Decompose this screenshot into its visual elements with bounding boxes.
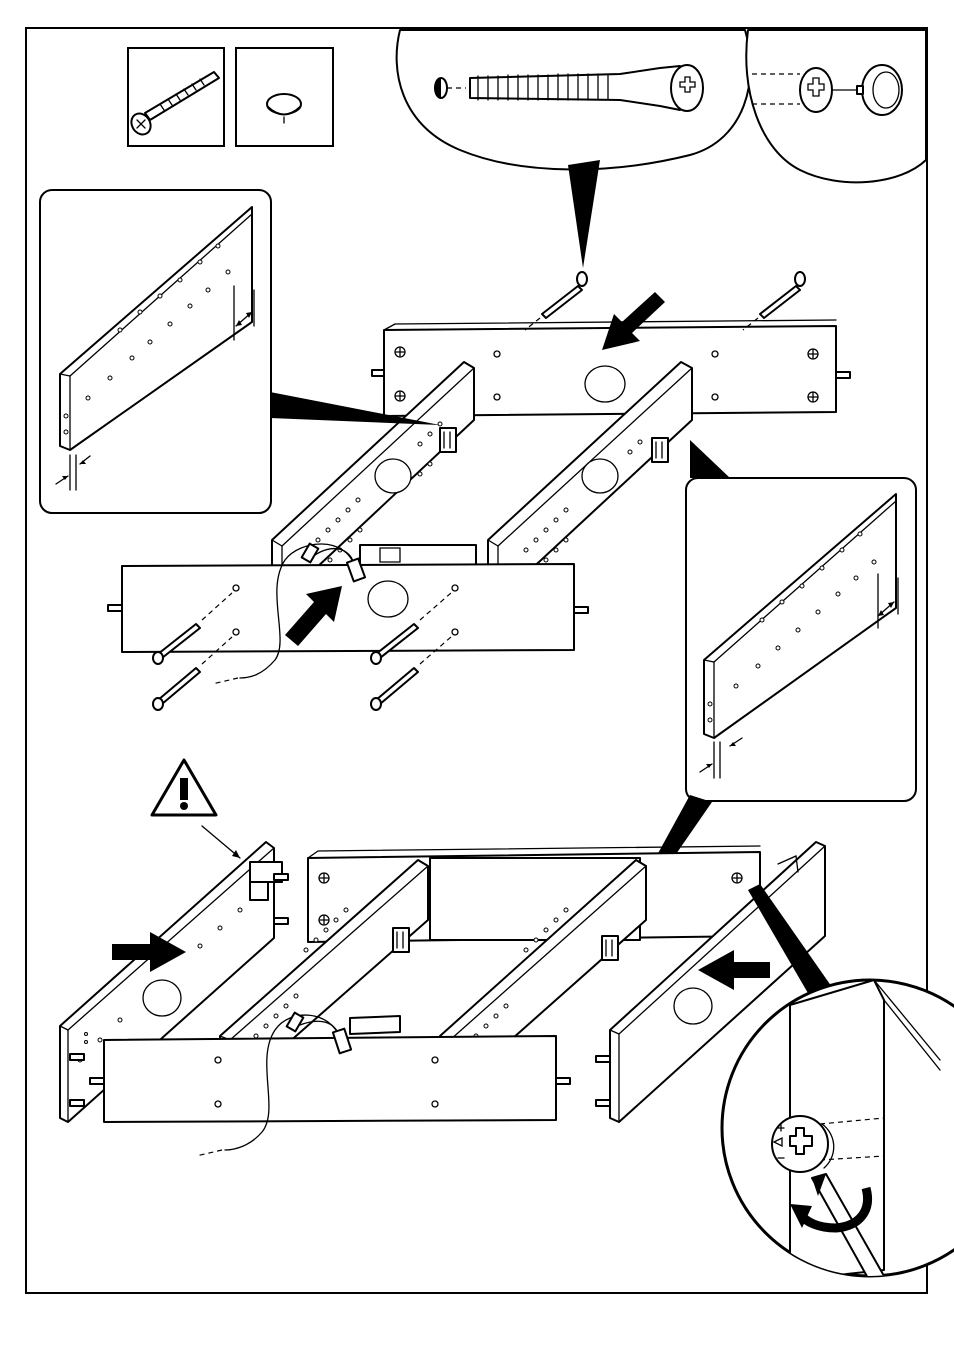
screw <box>152 592 233 665</box>
cable-icon <box>195 1011 401 1157</box>
direction-arrow <box>285 586 342 646</box>
rail-detail-callout-right <box>685 440 917 802</box>
screw-detail-callout <box>395 29 752 268</box>
rail-detail-callout-left <box>39 189 440 514</box>
drawer-side-rail-left <box>271 361 475 601</box>
front-panel <box>107 563 589 653</box>
drawer-side-rail-right <box>439 859 647 1095</box>
parts-box-cap <box>235 47 334 147</box>
direction-arrow <box>698 950 770 990</box>
cover-cap-icon <box>266 93 302 124</box>
screw <box>742 271 806 331</box>
parts-box-screw <box>127 47 225 147</box>
screwdriver-icon <box>811 1173 893 1276</box>
long-screw-icon <box>130 71 220 136</box>
cover-cap-closeup-icon <box>856 64 903 116</box>
cable-icon <box>211 542 367 685</box>
metal-bracket <box>439 427 457 453</box>
curved-arrow-icon <box>790 1186 872 1233</box>
metal-bracket <box>601 935 619 961</box>
direction-arrow <box>602 292 665 350</box>
cap-detail-callout <box>745 29 927 184</box>
cam-lock-icon <box>771 1115 835 1173</box>
screw <box>370 636 452 711</box>
cam-lock-detail-callout <box>720 978 954 1278</box>
drawer-side-rail-right <box>487 361 693 601</box>
front-panel <box>89 1035 571 1123</box>
upper-assembly <box>107 271 851 711</box>
screw <box>524 271 588 331</box>
direction-arrow <box>112 932 186 972</box>
screw-closeup-icon <box>434 64 704 112</box>
page-frame <box>25 27 928 1294</box>
screw-head-icon <box>799 67 833 113</box>
metal-bracket <box>651 437 669 463</box>
warning-triangle-icon <box>150 758 241 859</box>
metal-bracket <box>392 927 410 953</box>
screw <box>370 592 452 665</box>
lower-assembly <box>59 841 826 1157</box>
screw <box>152 636 233 711</box>
